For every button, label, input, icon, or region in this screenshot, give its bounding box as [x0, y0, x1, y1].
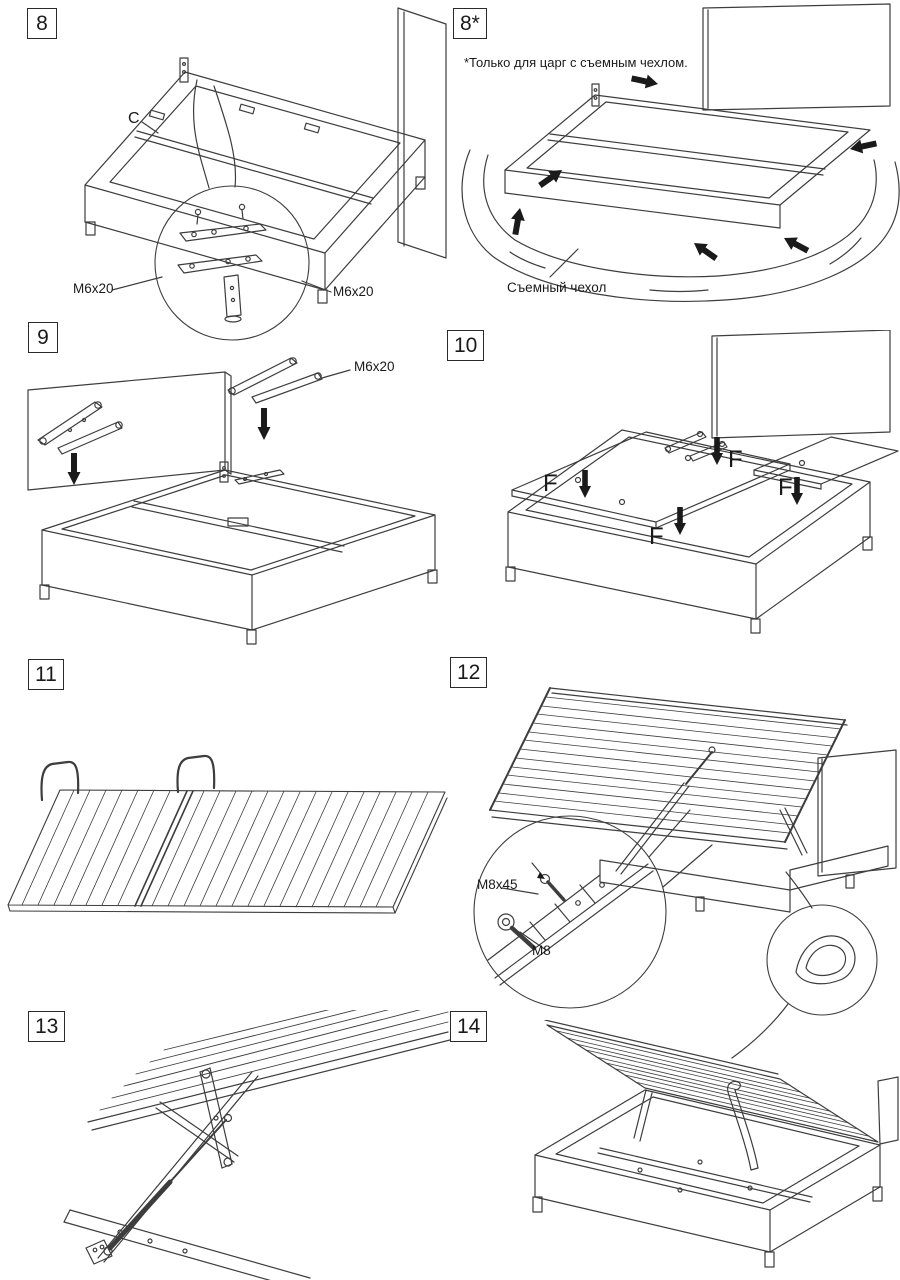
part-label-c: C — [128, 110, 140, 127]
step12-illustration-lifted-base-with-bolt-detail — [473, 687, 897, 1059]
safety-strap — [727, 1080, 759, 1171]
label-leader-lines — [111, 276, 332, 293]
slatted-base-edge — [87, 1010, 450, 1131]
step9-illustration-install-lift-mechanisms — [27, 357, 438, 645]
step8a-note: *Только для царг с съемным чехлом. — [464, 55, 688, 70]
bracket-detail-callout — [154, 185, 310, 341]
step-number-12: 12 — [450, 657, 488, 688]
gas-strut — [85, 1071, 259, 1265]
step-number-9: 9 — [28, 322, 58, 353]
headboard — [27, 371, 232, 491]
step-number-8a: 8* — [453, 8, 487, 39]
magnifier-funnel — [648, 809, 713, 888]
lift-mechanism-right — [227, 357, 323, 404]
hardware-label-m8x45: M8x45 — [477, 877, 518, 892]
bed-frame — [504, 83, 871, 229]
step-number-14: 14 — [450, 1011, 488, 1042]
lifted-slatted-base — [489, 687, 848, 850]
headboard — [711, 330, 891, 439]
bed-frame — [505, 429, 873, 634]
hardware-label-m8: M8 — [532, 943, 551, 958]
storage-box-frame — [532, 1089, 883, 1268]
bed-frame — [39, 461, 438, 645]
pull-arrows — [511, 74, 878, 261]
hardware-label-m6x20-right: M6x20 — [333, 284, 374, 299]
slatted-base — [7, 789, 448, 914]
down-arrows — [67, 408, 271, 485]
step13-illustration-gas-lift-mechanism-detail — [63, 1010, 450, 1280]
step11-illustration-slatted-base-with-handles — [7, 754, 448, 914]
lifted-slatted-base — [544, 1020, 879, 1143]
strap-detail-callout — [731, 871, 878, 1059]
slats — [21, 789, 429, 908]
step8a-illustration-frame-with-removable-cover — [461, 3, 900, 302]
panel-label-f4: F — [649, 523, 664, 550]
hardware-label-m6x20-left: M6x20 — [73, 281, 114, 296]
headboard — [397, 7, 447, 259]
magnifier-funnel — [192, 79, 237, 189]
bottom-panel-small — [753, 436, 899, 490]
step-number-11: 11 — [28, 659, 64, 690]
panel-label-f3: F — [778, 474, 793, 501]
panel-label-f1: F — [543, 470, 558, 497]
gas-strut — [615, 746, 808, 875]
lift-mechanism-left — [37, 401, 123, 455]
frame-rail — [63, 1209, 311, 1280]
headboard — [817, 749, 897, 877]
wire-handles — [40, 754, 216, 802]
panel-label-f2: F — [728, 446, 743, 473]
step-number-8: 8 — [27, 8, 57, 39]
step-number-10: 10 — [447, 330, 485, 361]
bolt-detail-callout — [473, 815, 667, 1009]
headboard — [877, 1076, 899, 1145]
hardware-label-m6x20-step9: M6x20 — [354, 359, 395, 374]
headboard — [702, 3, 891, 111]
base-divider — [134, 790, 194, 907]
label-leader-line — [321, 369, 351, 379]
slats — [493, 696, 842, 834]
step-number-13: 13 — [28, 1011, 66, 1042]
step10-illustration-insert-bottom-panels-f — [505, 330, 899, 634]
step14-illustration-open-storage-bed-with-strap — [532, 1020, 899, 1268]
removable-cover — [461, 149, 900, 302]
lift-bracket-arm — [155, 1067, 239, 1169]
down-arrows — [579, 437, 803, 535]
step8-illustration-bed-frame-with-bracket-detail — [84, 7, 447, 341]
slats — [556, 1030, 869, 1137]
cover-label: Съемный чехол — [507, 280, 607, 295]
bed-frame — [84, 57, 426, 304]
